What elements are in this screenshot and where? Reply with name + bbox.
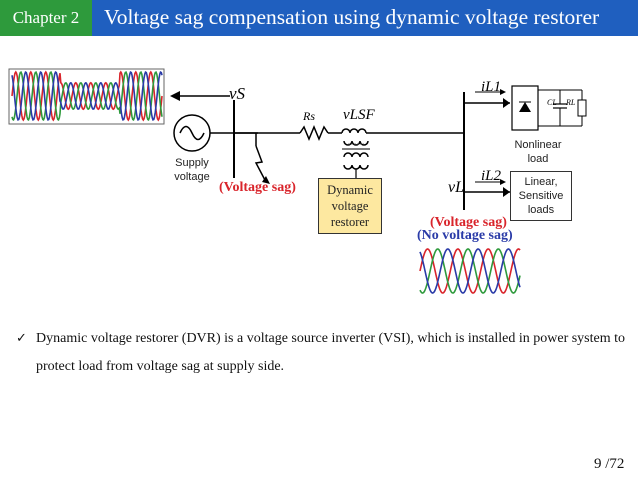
series-transformer-icon <box>341 128 370 178</box>
rl-label: RL <box>566 98 576 107</box>
dvr-box: Dynamic voltage restorer <box>318 178 382 234</box>
il2-label: iL2 <box>481 168 502 184</box>
page-number: 9 /72 <box>594 456 625 472</box>
nonlinear-load-icon <box>511 85 587 131</box>
slide-title: Voltage sag compensation using dynamic v… <box>104 5 600 29</box>
bullet-point: ✓ Dynamic voltage restorer (DVR) is a vo… <box>16 325 628 381</box>
phase-trace <box>11 70 163 122</box>
supply-waveform-plot <box>8 68 165 125</box>
phase-trace <box>11 70 163 122</box>
phase-trace <box>419 248 521 294</box>
slide-header: Chapter 2 Voltage sag compensation using… <box>0 0 638 36</box>
resistor-rs-icon <box>299 125 329 141</box>
chapter-tab: Chapter 2 <box>0 0 92 36</box>
no-sag-label: (No voltage sag) <box>417 228 513 243</box>
phase-trace <box>11 70 163 122</box>
nonlinear-load-label: Nonlinear load <box>514 139 562 165</box>
vl-label: vL <box>448 179 464 196</box>
cl-label: CL <box>547 98 557 107</box>
load-sag-label: (Voltage sag) <box>430 215 507 230</box>
supply-voltage-label: Supply voltage <box>174 157 210 183</box>
load-waveform-traces <box>419 248 521 294</box>
rs-label: Rs <box>303 109 315 123</box>
vs-label: vS <box>229 84 246 103</box>
sag-waveform-traces <box>11 70 163 122</box>
supply-sag-label: (Voltage sag) <box>219 180 296 195</box>
waveform-arrow <box>170 91 230 101</box>
vsf-label: vLSF <box>343 107 375 123</box>
supply-source-icon <box>173 114 211 152</box>
bullet-text: Dynamic voltage restorer (DVR) is a volt… <box>36 331 626 374</box>
fault-lightning-icon <box>234 132 270 184</box>
circuit-diagram <box>8 68 587 294</box>
checkmark-icon: ✓ <box>16 331 27 346</box>
il1-label: iL1 <box>481 79 502 95</box>
phase-trace <box>419 248 521 294</box>
linear-load-box: Linear, Sensitive loads <box>510 171 572 221</box>
